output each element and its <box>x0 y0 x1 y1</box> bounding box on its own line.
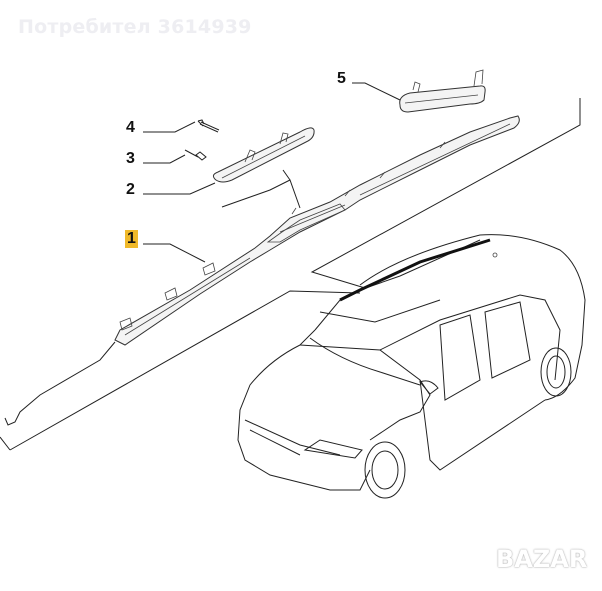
user-watermark: Потребител 3614939 <box>18 16 252 38</box>
part-4-bolt <box>197 119 220 133</box>
bazar-logo: BAZAR <box>496 545 588 573</box>
part-2-trim <box>212 127 315 183</box>
leader-3 <box>143 154 186 164</box>
callout-1-highlighted: 1 <box>125 230 138 248</box>
leader-5 <box>352 82 401 101</box>
callout-4: 4 <box>126 119 135 136</box>
callout-2: 2 <box>126 181 135 198</box>
leader-group-1 <box>0 290 361 451</box>
leader-4 <box>143 121 196 133</box>
callout-3: 3 <box>126 150 135 167</box>
car-illustration <box>237 234 586 499</box>
leader-2 <box>143 182 216 195</box>
leader-group-5 <box>310 98 581 289</box>
leader-group-2 <box>221 169 301 209</box>
leader-lines <box>0 82 581 451</box>
part-3-clip <box>184 149 207 161</box>
leader-1 <box>143 243 206 263</box>
part-1-curtain-airbag <box>4 115 520 426</box>
part-5-trim <box>399 69 486 113</box>
callout-5: 5 <box>337 70 346 87</box>
